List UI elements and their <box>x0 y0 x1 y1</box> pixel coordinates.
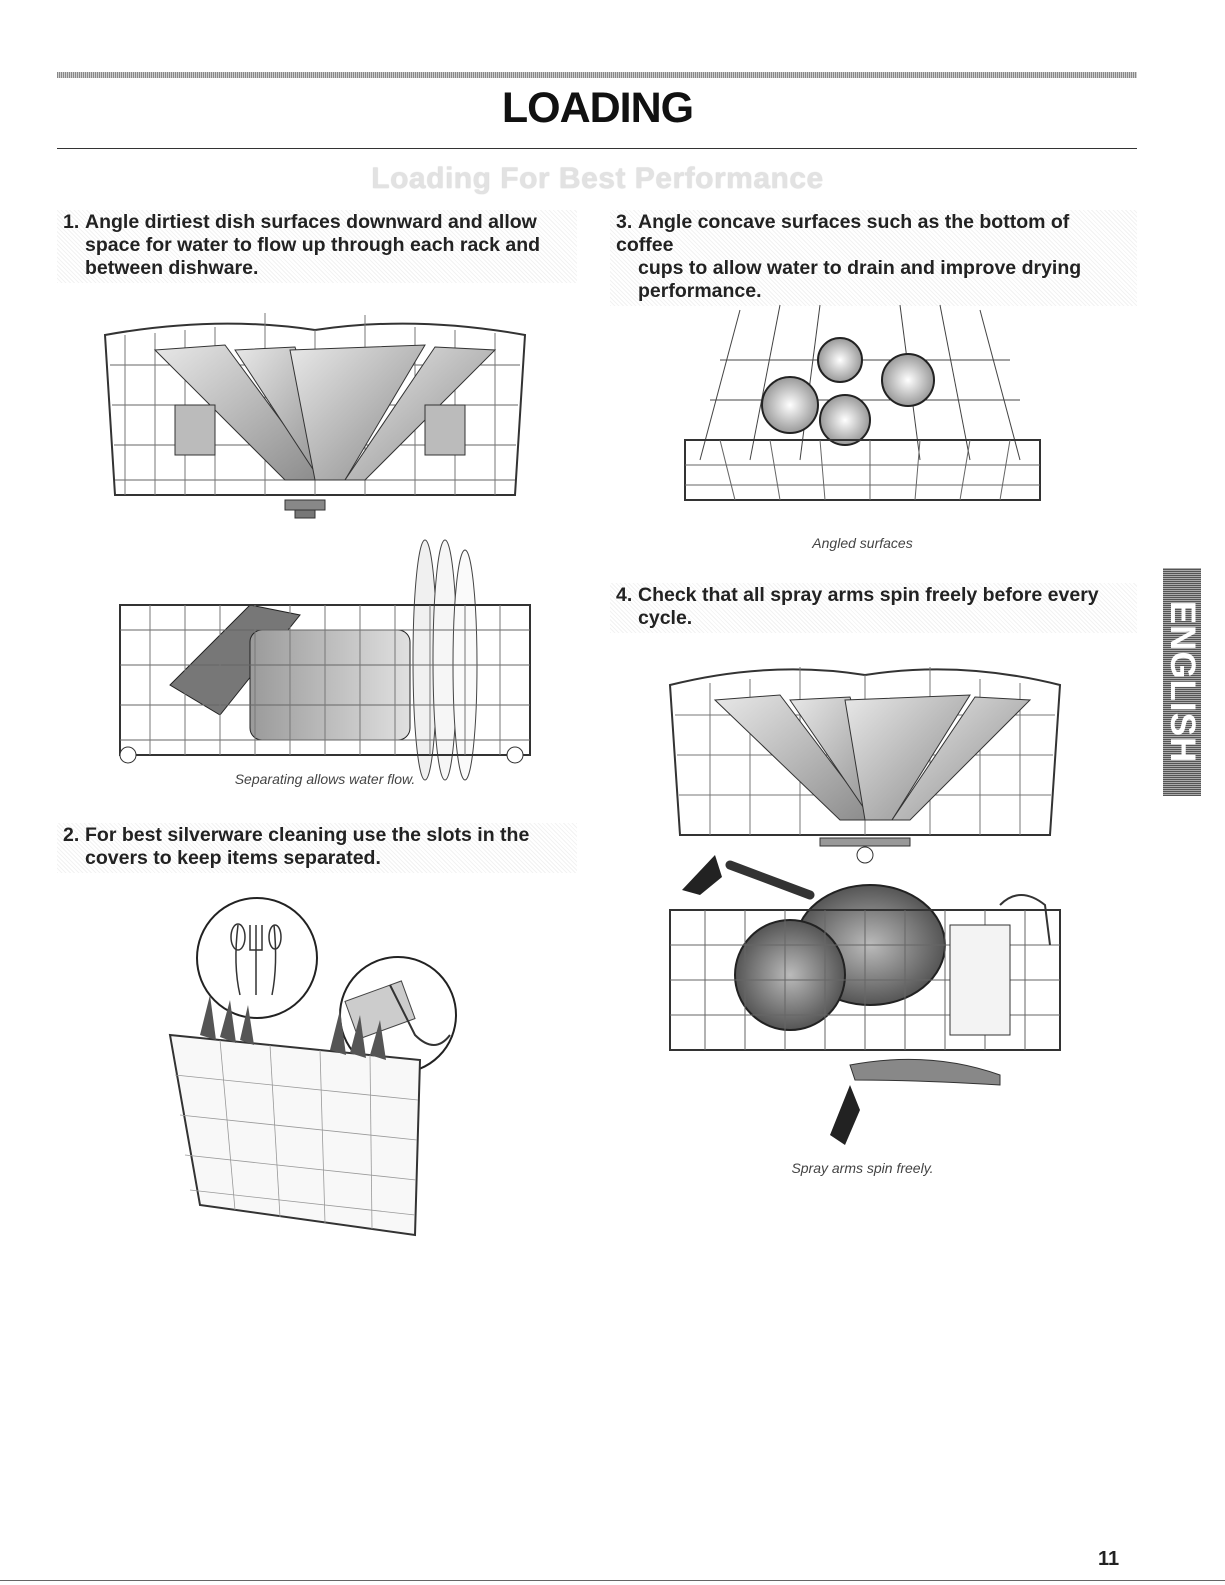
caption-angled: Angled surfaces <box>812 535 913 551</box>
step-line: For best silverware cleaning use the slo… <box>85 824 530 846</box>
step-1: 1.Angle dirtiest dish surfaces downward … <box>57 210 577 283</box>
step-number: 1. <box>63 211 80 233</box>
step-line: space for water to flow up through each … <box>85 234 541 256</box>
silverware-basket-illustration <box>168 897 457 1237</box>
lower-rack-illustration <box>119 539 531 781</box>
angled-cups-illustration <box>684 304 1041 501</box>
step-line: Angle concave surfaces such as the botto… <box>616 211 1070 256</box>
language-label: ENGLISH <box>1163 600 1202 764</box>
language-side-tab: ENGLISH <box>1163 568 1202 796</box>
step-line: cups to allow water to drain and improve… <box>638 257 1082 279</box>
step-2: 2.For best silverware cleaning use the s… <box>57 823 577 873</box>
step-4: 4.Check that all spray arms spin freely … <box>610 583 1137 633</box>
step-number: 3. <box>616 211 633 233</box>
bottom-rule <box>0 1580 1225 1581</box>
step-line: between dishware. <box>85 257 259 279</box>
page-title: LOADING <box>501 84 694 132</box>
top-rule <box>57 72 1137 78</box>
page-number: 11 <box>1098 1548 1120 1570</box>
upper-rack-dishes-illustration <box>103 313 527 519</box>
caption-spray: Spray arms spin freely. <box>791 1160 934 1176</box>
step-3: 3.Angle concave surfaces such as the bot… <box>610 210 1137 306</box>
step-line: performance. <box>638 280 762 302</box>
step-number: 2. <box>63 824 80 846</box>
title-rule <box>57 148 1137 149</box>
step-number: 4. <box>616 584 633 606</box>
step-line: Check that all spray arms spin freely be… <box>638 584 1099 606</box>
step-line: covers to keep items separated. <box>85 847 381 869</box>
spray-arms-illustration <box>668 667 1062 1145</box>
caption-separating: Separating allows water flow. <box>234 771 416 787</box>
section-subtitle: Loading For Best Performance <box>371 162 824 195</box>
step-line: Angle dirtiest dish surfaces downward an… <box>85 211 537 233</box>
step-line: cycle. <box>638 607 693 629</box>
